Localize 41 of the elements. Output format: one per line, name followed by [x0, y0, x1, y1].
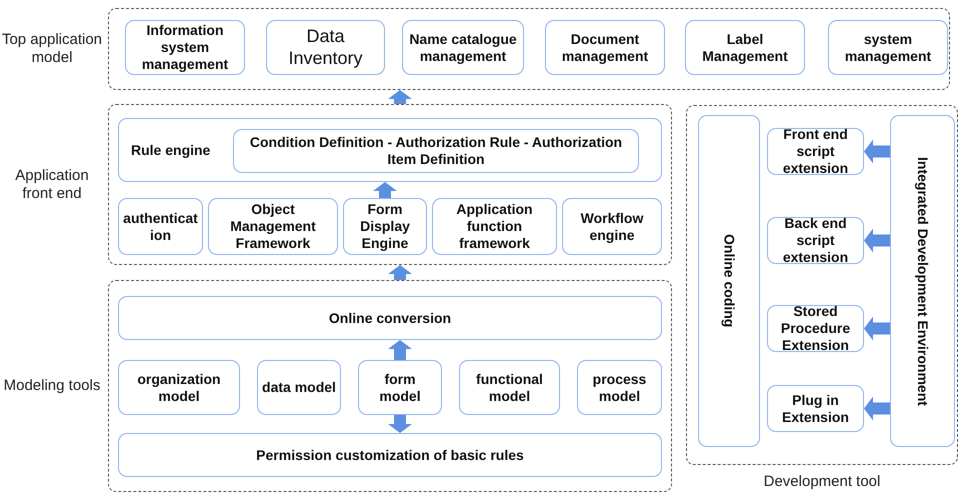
layer-title: Development tool — [762, 472, 882, 492]
block-arrow — [864, 316, 890, 340]
module-box: Label Management — [685, 20, 805, 75]
module-box: Information system management — [125, 20, 245, 75]
layer-panel — [0, 8, 950, 90]
module-box: Application function framework — [432, 198, 557, 255]
layer-title: Top application model — [0, 30, 104, 68]
module-panel — [118, 118, 662, 182]
module-box: organization model — [118, 360, 240, 415]
block-arrow — [388, 265, 412, 280]
module-box: process model — [577, 360, 662, 415]
module-box: Condition Definition - Authorization Rule - Authorization Item Definition — [233, 129, 639, 173]
block-arrow — [373, 182, 397, 198]
module-title: Rule engine — [131, 142, 210, 158]
module-box: data model — [257, 360, 341, 415]
block-arrow — [388, 415, 412, 433]
module-box: form model — [358, 360, 442, 415]
block-arrow — [388, 340, 412, 360]
module-box: functional model — [459, 360, 560, 415]
module-box: Online conversion — [118, 296, 662, 340]
module-box: Form Display Engine — [343, 198, 427, 255]
block-arrow — [864, 396, 890, 420]
module-box: Back end script extension — [767, 217, 864, 264]
module-box: system management — [828, 20, 948, 75]
layer-title: Application front end — [14, 166, 90, 204]
module-box: Stored Procedure Extension — [767, 305, 864, 352]
module-box: Object Management Framework — [208, 198, 338, 255]
block-arrow — [864, 228, 890, 252]
module-box: Permission customization of basic rules — [118, 433, 662, 477]
module-box: Document management — [545, 20, 665, 75]
module-box: Data Inventory — [266, 20, 385, 75]
module-box: Name catalogue management — [402, 20, 524, 75]
block-arrow — [388, 90, 412, 104]
module-box: Workflow engine — [562, 198, 662, 255]
block-arrow — [864, 140, 890, 164]
module-box: Online coding — [698, 115, 760, 447]
module-box: Integrated Development Environment — [890, 115, 955, 447]
module-box: Front end script extension — [767, 128, 864, 175]
module-box: Plug in Extension — [767, 385, 864, 432]
module-box: authentication — [118, 198, 203, 255]
layer-title: Modeling tools — [2, 376, 102, 396]
